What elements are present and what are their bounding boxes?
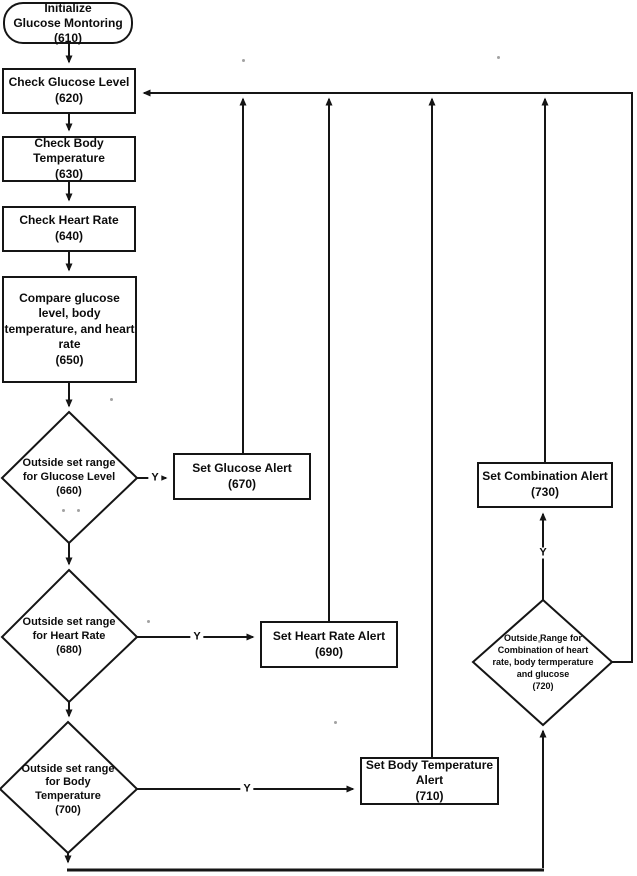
edge-label-yes-700: Y	[240, 783, 254, 795]
scan-speckle	[538, 640, 541, 643]
edge-label-yes-680: Y	[190, 631, 204, 643]
process-670-set-glucose-alert: Set Glucose Alert (670)	[173, 453, 311, 500]
decision-720-shape	[471, 598, 614, 727]
scan-speckle	[242, 59, 245, 62]
edge-label-yes-660: Y	[148, 472, 162, 484]
scan-speckle	[497, 56, 500, 59]
terminal-610-initialize: Initialize Glucose Montoring (610)	[3, 1, 133, 45]
scan-speckle	[334, 721, 337, 724]
decision-700-shape	[0, 720, 139, 855]
process-630-check-body-temp: Check Body Temperature (630)	[2, 136, 136, 182]
scan-speckle	[110, 398, 113, 401]
process-640-check-heart-rate: Check Heart Rate (640)	[2, 206, 136, 252]
decision-660-glucose-range-label: Outside set range for Glucose Level (660…	[22, 457, 116, 497]
scan-speckle	[77, 509, 80, 512]
process-620-check-glucose: Check Glucose Level (620)	[2, 68, 136, 114]
process-710-set-body-temp-alert: Set Body Temperature Alert (710)	[360, 757, 499, 805]
decision-700-body-temp-range-label: Outside set range for Body Temperature (…	[21, 762, 115, 816]
decision-720-combination-range-label: Outside Range for Combination of heart r…	[492, 632, 594, 692]
decision-680-heart-rate-range-label: Outside set range for Heart Rate (680)	[22, 616, 116, 656]
process-650-compare: Compare glucose level, body temperature,…	[2, 276, 137, 383]
scan-speckle	[62, 509, 65, 512]
process-730-set-combination-alert: Set Combination Alert (730)	[477, 462, 613, 508]
decision-680-shape	[0, 568, 139, 704]
decision-660-shape	[0, 410, 139, 545]
edge-label-yes-720: Y	[536, 547, 550, 559]
process-690-set-heart-rate-alert: Set Heart Rate Alert (690)	[260, 621, 398, 668]
scan-speckle	[147, 620, 150, 623]
